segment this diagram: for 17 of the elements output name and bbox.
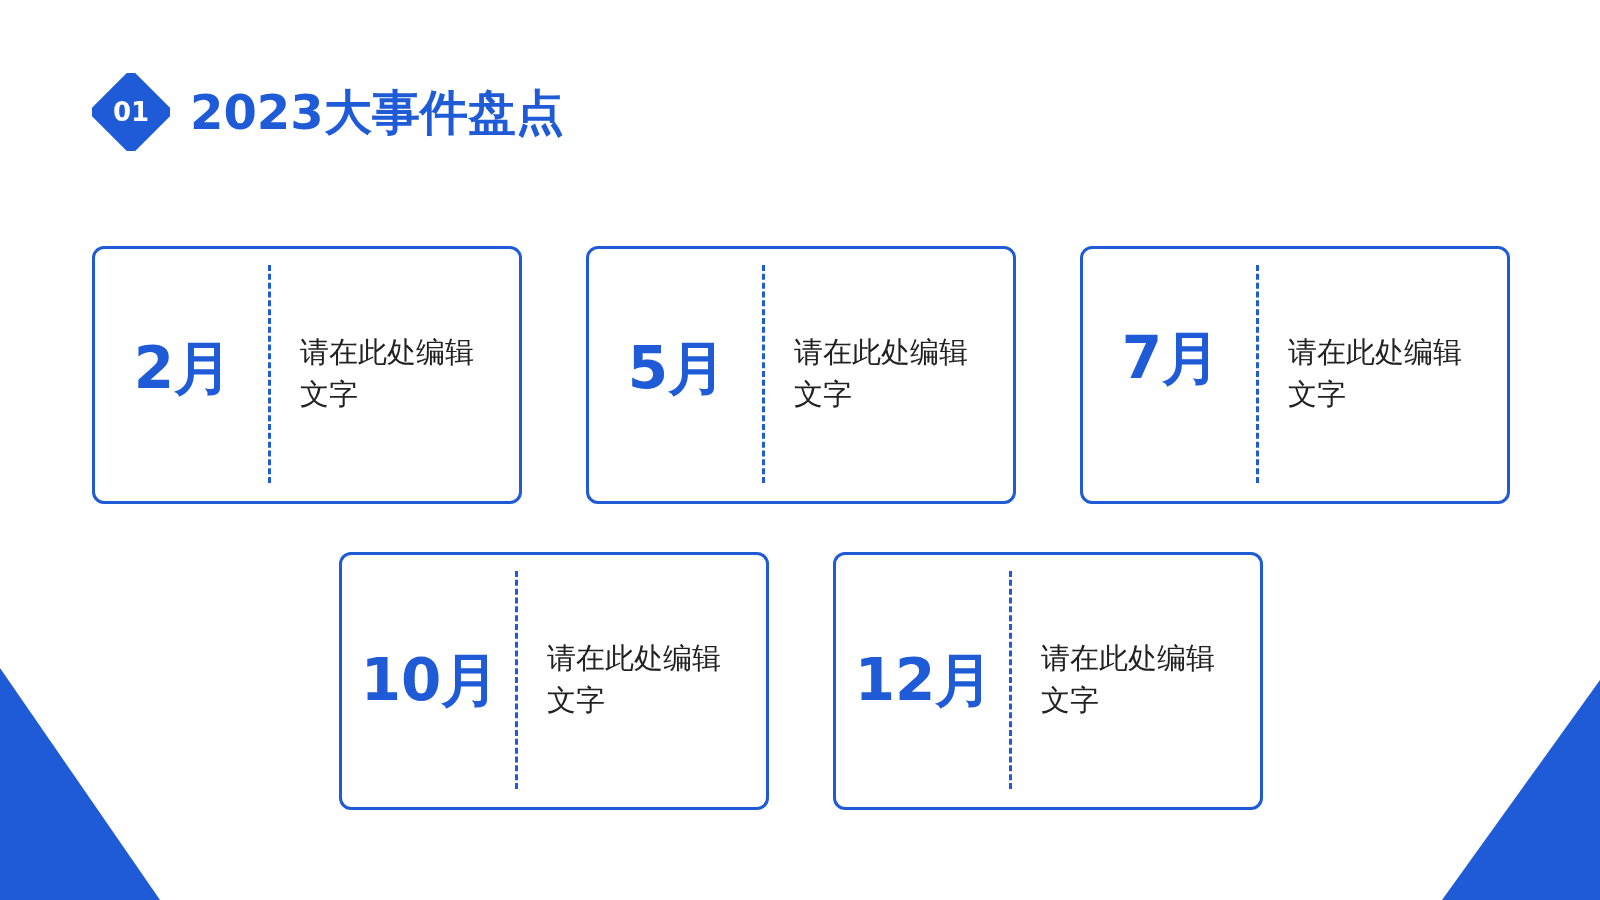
title: 2023大事件盘点 bbox=[190, 83, 564, 142]
month-label: 10月 bbox=[359, 645, 501, 715]
month-label: 2月 bbox=[132, 333, 234, 403]
month-label: 12月 bbox=[853, 645, 995, 715]
event-text: 请在此处编辑文字 bbox=[1288, 334, 1463, 413]
month-label: 5月 bbox=[626, 333, 728, 403]
month-label: 7月 bbox=[1120, 323, 1222, 393]
event-text: 请在此处编辑文字 bbox=[547, 640, 722, 719]
event-card bbox=[92, 246, 522, 504]
event-card bbox=[1080, 246, 1510, 504]
event-card bbox=[586, 246, 1016, 504]
event-card bbox=[833, 552, 1263, 810]
event-text: 请在此处编辑文字 bbox=[794, 334, 969, 413]
event-card bbox=[339, 552, 769, 810]
event-text: 请在此处编辑文字 bbox=[1041, 640, 1216, 719]
number-badge: 01 bbox=[92, 73, 170, 151]
event-text: 请在此处编辑文字 bbox=[300, 334, 475, 413]
